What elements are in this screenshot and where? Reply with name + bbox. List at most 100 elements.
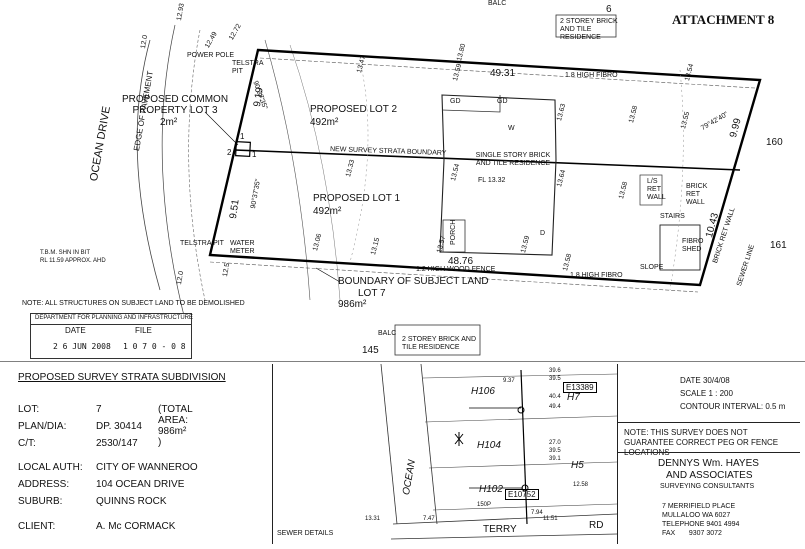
sewer-measure: 39.1: [549, 456, 561, 462]
road-line: [390, 533, 617, 540]
strata-boundary: [234, 149, 741, 171]
sewer-measure: 7.94: [531, 510, 543, 516]
total-area: (TOTAL AREA: 986m² ): [158, 404, 193, 448]
terry-road-label: TERRY: [483, 524, 517, 535]
survey-disclaimer: NOTE: THIS SURVEY DOES NOT GUARANTEE COR…: [624, 428, 779, 457]
road-edge-line: [188, 29, 206, 301]
sewer-ref-e13389: E13389: [563, 382, 597, 393]
sewer-measure: 13.31: [365, 516, 381, 522]
address-label: ADDRESS:: [18, 479, 70, 490]
water-meter-label: WATER METER: [230, 240, 255, 255]
brick-wall-label: BRICK RET WALL: [686, 183, 708, 206]
boundary-mark: 1: [240, 132, 245, 141]
house-outline: [439, 94, 557, 256]
neighbour-residence-top: 2 STOREY BRICK AND TILE RESIDENCE: [560, 18, 618, 41]
company-tagline: SURVEYING CONSULTANTS: [660, 483, 755, 490]
porch-label: PORCH: [450, 219, 457, 245]
dimension-top: 49.31: [490, 68, 516, 79]
boundary-mark: 2: [227, 148, 232, 157]
lot-145-number: 145: [362, 345, 379, 356]
house-h5: H5: [571, 460, 584, 471]
stairs-label: STAIRS: [660, 213, 685, 220]
survey-scale: SCALE 1 : 200: [680, 389, 733, 398]
stamp-file-value: 1 0 7 0 - 0 8: [123, 342, 186, 351]
contour-line: [349, 59, 369, 263]
sewer-measure: 9.37: [503, 378, 515, 384]
attachment-heading: ATTACHMENT 8: [672, 12, 775, 27]
house-h102: H102: [479, 484, 503, 495]
client-value: A. Mc CORMACK: [96, 521, 176, 532]
stamp-date-value: 2 6 JUN 2008: [53, 342, 111, 351]
common-property-area: 2m²: [160, 117, 178, 128]
fibro-fence-bottom-label: 1.8 HIGH FIBRO: [570, 272, 623, 279]
ret-wall: [639, 174, 663, 206]
lot2-area: 492m²: [310, 117, 339, 128]
company-name-1: DENNYS Wm. HAYES: [658, 458, 759, 469]
sewer-measure: 12.58: [573, 482, 589, 488]
shed-outline: [659, 224, 701, 271]
boundary-mark: 1: [252, 150, 257, 159]
planning-dept-stamp: DEPARTMENT FOR PLANNING AND INFRASTRUCTU…: [30, 313, 194, 359]
sewer-line: [520, 369, 528, 525]
manhole: [521, 484, 529, 492]
lot-boundary: [208, 48, 762, 287]
verge-line: [264, 39, 311, 301]
pavement-edge-line: [161, 24, 186, 321]
door-mark: D: [540, 230, 546, 237]
sewer-details-panel: SEWER DETAILS H106 H104 H102 H7 H5 E1338…: [272, 364, 618, 544]
company-phone: TELEPHONE 9401 4994: [662, 521, 740, 528]
subject-land-label: BOUNDARY OF SUBJECT LAND: [338, 276, 489, 287]
telstra-pit-label: TELSTRA PIT: [232, 60, 264, 75]
client-label: CLIENT:: [18, 521, 56, 532]
balcony-bottom-label: BALC: [378, 330, 397, 337]
lot-6-number: 6: [606, 4, 612, 15]
company-address-2: MULLALOO WA 6027: [662, 512, 731, 519]
lot-label: LOT:: [18, 404, 40, 415]
plan-label: PLAN/DIA:: [18, 421, 67, 432]
road-line: [392, 513, 617, 525]
telstra-pit-label-2: TELSTRA PIT: [180, 240, 224, 247]
lot-line: [428, 461, 617, 469]
dimension-bottom: 48.76: [448, 256, 474, 267]
lot-value: 7: [96, 404, 102, 415]
sewer-measure: 11.51: [543, 516, 558, 522]
house-h104: H104: [477, 440, 501, 451]
company-name-2: AND ASSOCIATES: [666, 470, 753, 481]
lot-line: [432, 503, 617, 511]
slope-label: SLOPE: [640, 264, 664, 271]
verge-line: [289, 44, 341, 301]
gd-label-2: GD: [497, 98, 508, 105]
survey-date: DATE 30/4/08: [680, 376, 730, 385]
leader-line: [315, 267, 341, 283]
sewer-measure: 39.6: [549, 368, 561, 374]
neighbour-building: [555, 14, 617, 38]
residence-label: SINGLE STORY BRICK AND TILE RESIDENCE: [475, 152, 551, 167]
subdivision-info-panel: PROPOSED SURVEY STRATA SUBDIVISION LOT: …: [8, 368, 264, 544]
auth-value: CITY OF WANNEROO: [96, 462, 198, 473]
balcony-top-label: BALC: [488, 0, 507, 7]
stamp-date-label: DATE: [65, 326, 86, 335]
sewer-measure: 27.0: [549, 440, 561, 446]
lot1-label: PROPOSED LOT 1: [313, 193, 401, 204]
sewer-measure: 39.5: [549, 376, 561, 382]
subdivision-title: PROPOSED SURVEY STRATA SUBDIVISION: [18, 372, 226, 383]
contour-line: [669, 69, 684, 291]
company-address-1: 7 MERRIFIELD PLACE: [662, 503, 736, 510]
sewer-map: [380, 364, 617, 540]
suburb-label: SUBURB:: [18, 496, 63, 507]
ls-wall-label: L/S RET WALL: [647, 178, 666, 201]
common-property-label: PROPOSED COMMON PROPERTY LOT 3: [121, 94, 229, 116]
window-mark: W: [508, 125, 515, 132]
sewer-measure: 150P: [477, 502, 492, 508]
floor-level-label: FL 13.32: [478, 177, 506, 184]
ct-label: C/T:: [18, 438, 36, 449]
manhole: [517, 406, 525, 414]
tbm-label: T.B.M. SHN IN BIT: [40, 250, 91, 256]
fibro-fence-top-label: 1.8 HIGH FIBRO: [565, 72, 618, 79]
fence-line: [209, 261, 699, 293]
road-line: [380, 364, 398, 525]
ct-value: 2530/147: [96, 438, 138, 449]
neighbour-residence-bottom: 2 STOREY BRICK AND TILE RESIDENCE: [402, 336, 477, 351]
sewer-measure: 49.4: [549, 404, 561, 410]
stamp-department: DEPARTMENT FOR PLANNING AND INFRASTRUCTU…: [35, 315, 194, 321]
